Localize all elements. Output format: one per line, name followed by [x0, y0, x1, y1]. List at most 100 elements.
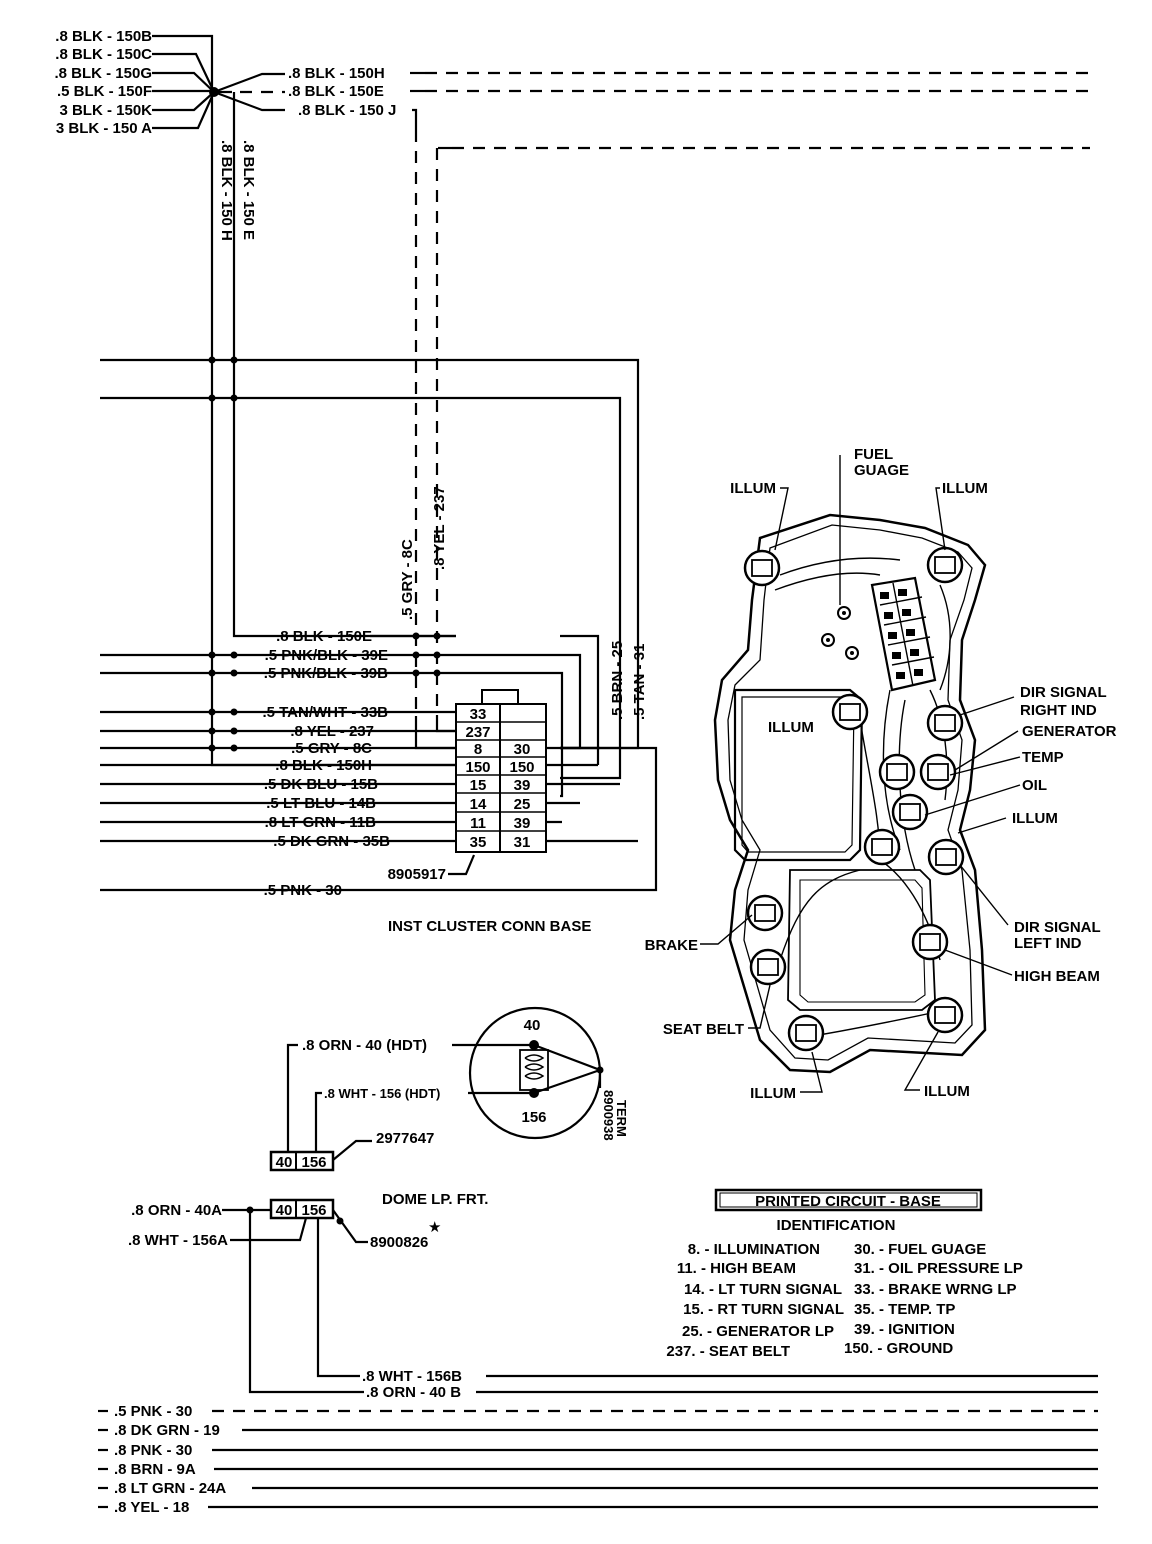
id-title: PRINTED CIRCUIT - BASE — [755, 1193, 941, 1210]
wire-label-orn-40b: .8 ORN - 40 B — [366, 1384, 461, 1401]
bottom-wire-pnk-30a: .5 PNK - 30 — [114, 1403, 192, 1420]
bottom-wires: .5 PNK - 30 .8 DK GRN - 19 .8 PNK - 30 .… — [98, 1403, 1098, 1516]
inst-cluster-connector-area: .8 BLK - 150E .5 PNK/BLK - 39E .5 PNK/BL… — [100, 628, 658, 935]
upper-connector-pin-156: 156 — [301, 1154, 326, 1171]
id-subtitle: IDENTIFICATION — [777, 1217, 896, 1234]
id-right-1: 31. - OIL PRESSURE LP — [854, 1260, 1023, 1277]
circuit-board-connector — [870, 576, 937, 692]
wire-label-gry-8c: .5 GRY - 8C — [399, 539, 416, 620]
wire-label-150h-right: .8 BLK - 150H — [288, 65, 385, 82]
bulb-pin-40: 40 — [524, 1017, 541, 1034]
wire-label-pnk-blk-39b: .5 PNK/BLK - 39B — [264, 665, 388, 682]
wire-label-pnk-30: .5 PNK - 30 — [264, 882, 342, 899]
id-right-0: 30. - FUEL GUAGE — [854, 1241, 986, 1258]
wire-label-dk-blu-15b: .5 DK BLU - 15B — [264, 776, 378, 793]
label-dir-signal-right: DIR SIGNAL — [1020, 684, 1107, 701]
wire-label-blk-150e: .8 BLK - 150E — [276, 628, 372, 645]
term-label: TERM — [614, 1100, 629, 1137]
wire-label-150e-vertical: .8 BLK - 150 E — [240, 140, 257, 240]
bottom-wire-yel-18: .8 YEL - 18 — [114, 1499, 189, 1516]
label-dir-signal-left: DIR SIGNAL — [1014, 919, 1101, 936]
label-fuel: FUEL — [854, 446, 893, 463]
label-brake: BRAKE — [645, 937, 698, 954]
cluster-connector: 33 237 8 150 15 14 11 35 30 150 39 25 39… — [455, 689, 547, 853]
dome-lamp-area: .8 ORN - 40 (HDT) .8 WHT - 156 (HDT) 40 … — [128, 1006, 1098, 1401]
wire-label-orn-40a: .8 ORN - 40A — [131, 1202, 222, 1219]
bottom-wire-brn-9a: .8 BRN - 9A — [114, 1461, 196, 1478]
wire-label-lt-grn-11b: .8 LT GRN - 11B — [265, 814, 377, 831]
wire-label-pnk-blk-39e: .5 PNK/BLK - 39E — [265, 647, 388, 664]
label-high-beam: HIGH BEAM — [1014, 968, 1100, 985]
pin-left-35: 35 — [470, 834, 487, 851]
bottom-wire-dk-grn-19: .8 DK GRN - 19 — [114, 1422, 220, 1439]
ground-splice: .8 BLK - 150B .8 BLK - 150C .8 BLK - 150… — [54, 28, 1090, 767]
bottom-wire-pnk-30b: .8 PNK - 30 — [114, 1442, 192, 1459]
dome-lamp-title: DOME LP. FRT. — [382, 1191, 488, 1208]
pin-right-25: 25 — [514, 796, 531, 813]
wire-label-wht-156b: .8 WHT - 156B — [362, 1368, 462, 1385]
lower-connector-part: 8900826 — [370, 1234, 428, 1251]
star-symbol: ★ — [428, 1219, 441, 1236]
label-oil: OIL — [1022, 777, 1047, 794]
connector-part-number: 8905917 — [388, 866, 446, 883]
wire-label-blk-150h-h: .8 BLK - 150H — [275, 757, 372, 774]
pin-right-150: 150 — [509, 759, 534, 776]
id-right-5: 150. - GROUND — [844, 1340, 953, 1357]
upper-connector-part: 2977647 — [376, 1130, 434, 1147]
label-illum-bottom-left: ILLUM — [750, 1085, 796, 1102]
id-right-3: 35. - TEMP. TP — [854, 1301, 955, 1318]
lower-connector-pin-156: 156 — [301, 1202, 326, 1219]
pin-left-237: 237 — [465, 724, 490, 741]
wire-label-150a: 3 BLK - 150 A — [56, 120, 152, 137]
wire-label-tan-31: .5 TAN - 31 — [631, 644, 648, 720]
id-left-4: 25. - GENERATOR LP — [682, 1323, 834, 1340]
wire-label-wht-156-hdt: .8 WHT - 156 (HDT) — [324, 1086, 440, 1101]
pin-left-15: 15 — [470, 777, 487, 794]
label-right-ind: RIGHT IND — [1020, 702, 1097, 719]
label-generator: GENERATOR — [1022, 723, 1117, 740]
pin-left-11: 11 — [470, 815, 486, 832]
id-left-5: 237. - SEAT BELT — [666, 1343, 790, 1360]
pin-right-39b: 39 — [514, 815, 531, 832]
wire-label-lt-blu-14b: .5 LT BLU - 14B — [266, 795, 376, 812]
pin-right-31: 31 — [514, 834, 531, 851]
pin-left-150: 150 — [465, 759, 490, 776]
label-temp: TEMP — [1022, 749, 1064, 766]
id-left-3: 15. - RT TURN SIGNAL — [683, 1301, 844, 1318]
label-illum-mid: ILLUM — [768, 719, 814, 736]
wire-label-150c: .8 BLK - 150C — [55, 46, 152, 63]
pin-right-30: 30 — [514, 741, 531, 758]
term-part-number: 8900938 — [601, 1090, 616, 1141]
bottom-wire-lt-grn-24a: .8 LT GRN - 24A — [114, 1480, 226, 1497]
wire-label-gry-8c-h: .5 GRY - 8C — [291, 740, 372, 757]
inst-cluster-caption: INST CLUSTER CONN BASE — [388, 918, 591, 935]
identification-table: PRINTED CIRCUIT - BASE IDENTIFICATION 8.… — [666, 1188, 1023, 1360]
label-illum-right: ILLUM — [1012, 810, 1058, 827]
label-illum-top-right: ILLUM — [942, 480, 988, 497]
pin-left-33: 33 — [470, 706, 487, 723]
id-right-2: 33. - BRAKE WRNG LP — [854, 1281, 1017, 1298]
pin-right-39a: 39 — [514, 777, 531, 794]
upper-connector-pin-40: 40 — [276, 1154, 293, 1171]
pin-left-14: 14 — [470, 796, 487, 813]
wire-label-yel-237: .8 YEL - 237 — [431, 486, 448, 570]
wire-label-orn-40-hdt: .8 ORN - 40 (HDT) — [302, 1037, 427, 1054]
label-seat-belt: SEAT BELT — [663, 1021, 744, 1038]
lower-connector-pin-40: 40 — [276, 1202, 293, 1219]
label-left-ind: LEFT IND — [1014, 935, 1082, 952]
printed-circuit-board: FUEL GUAGE ILLUM ILLUM ILLUM DIR SIGNAL … — [645, 446, 1117, 1102]
id-left-1: 11. - HIGH BEAM — [677, 1260, 796, 1277]
wire-label-wht-156a: .8 WHT - 156A — [128, 1232, 228, 1249]
id-left-0: 8. - ILLUMINATION — [688, 1241, 820, 1258]
bulb-pin-156: 156 — [521, 1109, 546, 1126]
wire-label-brn-25: .5 BRN - 25 — [609, 641, 626, 720]
label-guage: GUAGE — [854, 462, 909, 479]
wire-label-150k: 3 BLK - 150K — [59, 102, 152, 119]
wire-label-150f: .5 BLK - 150F — [57, 83, 152, 100]
label-illum-bottom-right: ILLUM — [924, 1083, 970, 1100]
wire-label-yel-237-h: .8 YEL - 237 — [290, 723, 374, 740]
pin-left-8: 8 — [474, 741, 482, 758]
id-left-2: 14. - LT TURN SIGNAL — [684, 1281, 842, 1298]
